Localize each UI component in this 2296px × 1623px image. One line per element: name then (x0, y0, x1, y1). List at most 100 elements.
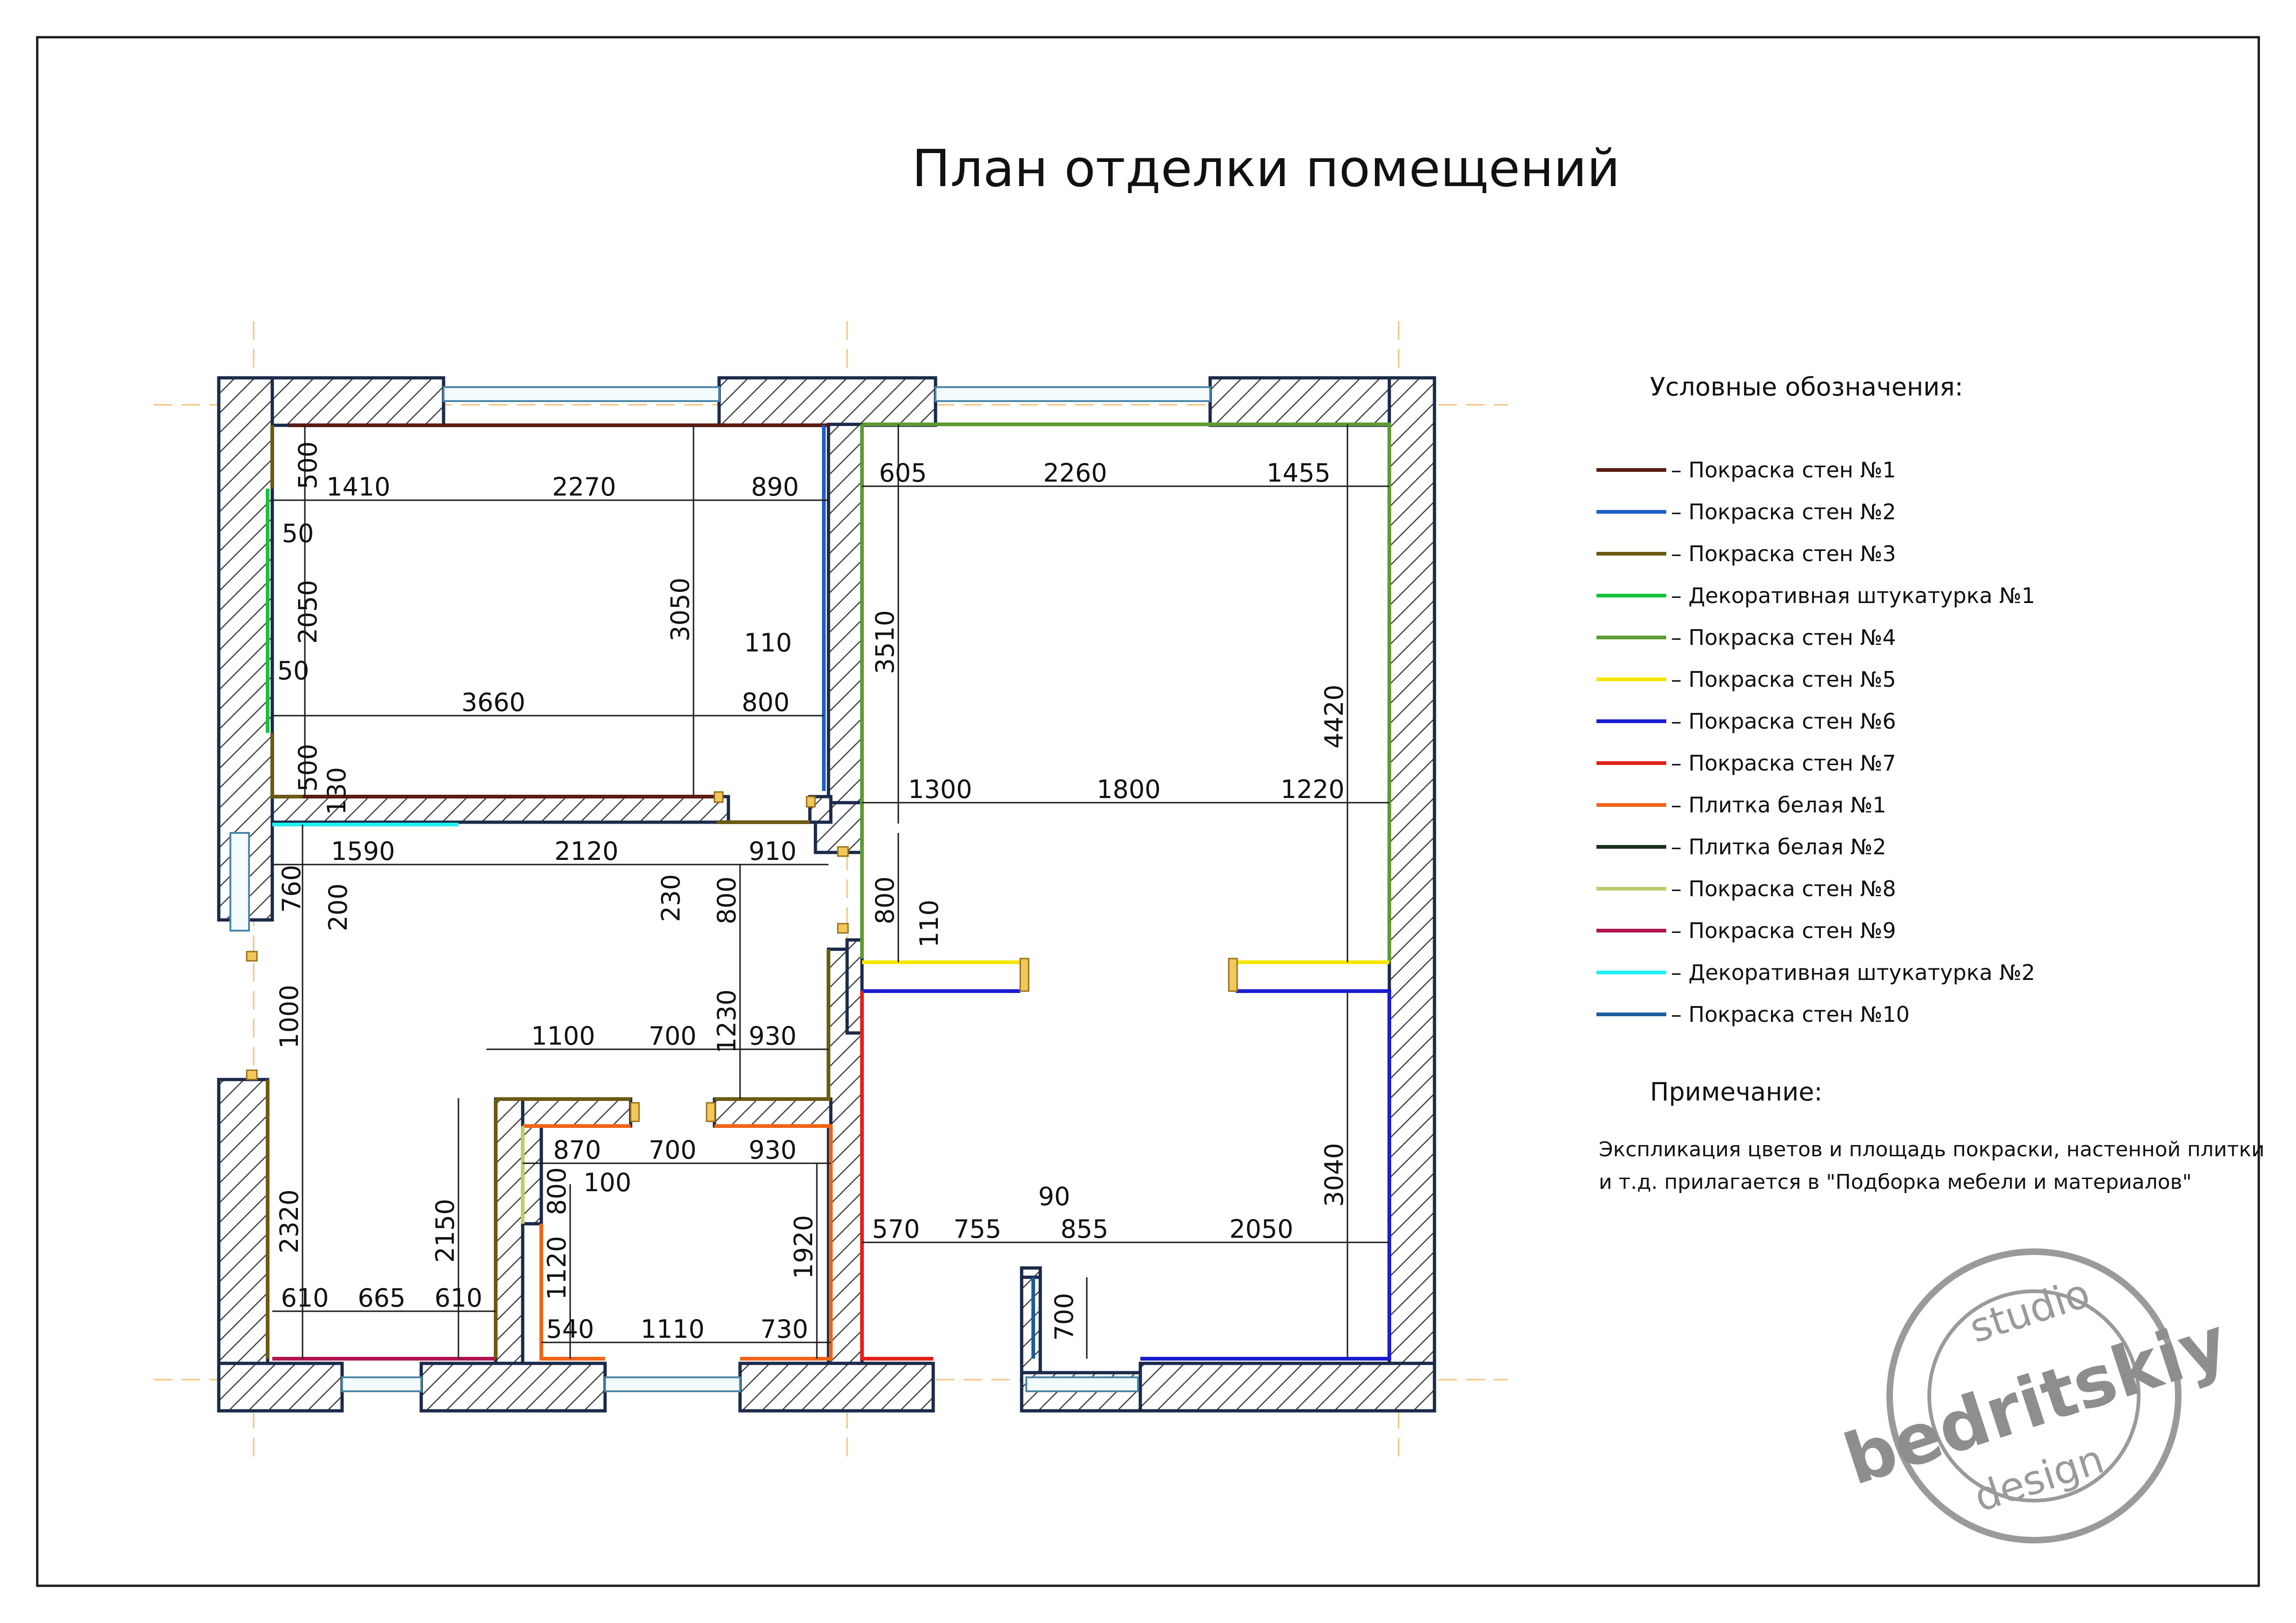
dim-label: 570 (872, 1214, 920, 1244)
dim-label: 2050 (1229, 1214, 1293, 1244)
dim-label: 1110 (640, 1314, 704, 1344)
legend-label: – Покраска стен №6 (1671, 709, 1896, 734)
dim-label: 540 (546, 1314, 594, 1344)
legend-label: – Покраска стен №5 (1671, 667, 1896, 692)
dim-label: 3510 (870, 610, 900, 674)
dim-label: 2150 (431, 1199, 460, 1262)
legend-item: – Покраска стен №6 (1596, 709, 1896, 734)
dim-label: 4420 (1320, 684, 1349, 748)
dim-label: 1455 (1266, 458, 1330, 488)
dim-label: 3660 (461, 688, 525, 717)
legend-item: – Декоративная штукатурка №2 (1596, 960, 2035, 985)
dim-label: 3050 (666, 577, 695, 641)
dim-label: 665 (357, 1283, 405, 1313)
note: Примечание: Экспликация цветов и площадь… (1599, 1077, 2265, 1194)
dim-label: 760 (277, 865, 306, 912)
stamp-outer-ring (1886, 1248, 2182, 1543)
sheet-frame (36, 36, 2260, 1587)
dimension-labels: 500 1410 2270 890 605 2260 1455 50 2050 … (275, 441, 1349, 1344)
dim-label: 700 (1050, 1293, 1079, 1341)
legend-item: – Покраска стен №9 (1596, 918, 1896, 943)
dim-label: 910 (748, 837, 796, 866)
legend-heading: Условные обозначения: (1650, 372, 1963, 402)
dim-label: 50 (277, 656, 310, 685)
dim-label: 700 (648, 1135, 696, 1165)
legend-items: – Покраска стен №1 – Покраска стен №2 – По… (1596, 457, 2035, 1027)
dim-label: 2050 (293, 580, 323, 644)
legend-label: – Покраска стен №9 (1671, 918, 1896, 943)
finish-lines (266, 423, 1391, 1361)
dim-label: 500 (293, 441, 323, 489)
legend-label: – Покраска стен №3 (1671, 541, 1896, 566)
dim-label: 50 (282, 519, 314, 548)
legend-label: – Покраска стен №2 (1671, 499, 1896, 524)
legend-label: – Покраска стен №1 (1671, 457, 1896, 483)
legend-label: – Плитка белая №2 (1671, 834, 1886, 859)
dim-label: 1590 (331, 837, 395, 866)
dim-label: 200 (323, 883, 353, 931)
studio-stamp: studio bedritskiy design (1835, 1248, 2237, 1543)
dim-label: 1100 (531, 1021, 595, 1051)
dim-label: 930 (748, 1021, 796, 1051)
legend-item: – Покраска стен №3 (1596, 541, 1896, 566)
dim-label: 1800 (1097, 775, 1160, 804)
dim-label: 500 (293, 744, 323, 791)
dim-label: 130 (322, 767, 351, 815)
dim-label: 90 (1038, 1182, 1071, 1211)
stamp-inner-ring (1927, 1289, 2141, 1502)
legend-item: – Плитка белая №2 (1596, 834, 1886, 859)
legend-label: – Покраска стен №10 (1671, 1002, 1910, 1027)
legend-label: – Декоративная штукатурка №1 (1671, 583, 2035, 608)
dim-label: 1410 (326, 472, 390, 502)
legend-label: – Плитка белая №1 (1671, 792, 1886, 818)
dim-label: 3040 (1320, 1143, 1349, 1207)
dim-label: 230 (656, 874, 686, 922)
dim-label: 1120 (542, 1236, 572, 1300)
dim-label: 100 (583, 1168, 631, 1197)
dim-label: 1000 (275, 985, 304, 1048)
dim-label: 2120 (554, 837, 618, 866)
windows (229, 386, 1211, 1392)
page-title: План отделки помещений (912, 139, 1620, 198)
legend-item: – Покраска стен №2 (1596, 499, 1896, 524)
dim-label: 755 (953, 1214, 1001, 1244)
dim-label: 605 (879, 458, 927, 488)
dim-label: 110 (915, 899, 944, 947)
dim-label: 1300 (908, 775, 972, 804)
dim-label: 800 (741, 688, 789, 717)
dim-label: 800 (870, 876, 900, 924)
dim-label: 610 (434, 1283, 482, 1313)
legend-item: – Плитка белая №1 (1596, 792, 1886, 818)
note-line-1: Экспликация цветов и площадь покраски, н… (1599, 1138, 2265, 1161)
note-heading: Примечание: (1650, 1077, 1823, 1107)
legend-label: – Покраска стен №7 (1671, 751, 1896, 776)
dim-label: 2260 (1043, 458, 1107, 488)
legend-item: – Покраска стен №4 (1596, 625, 1896, 650)
legend-label: – Декоративная штукатурка №2 (1671, 960, 2035, 985)
legend-item: – Покраска стен №5 (1596, 667, 1896, 692)
dim-label: 110 (744, 628, 792, 657)
dim-label: 700 (648, 1021, 696, 1051)
door-markers (246, 791, 1238, 1122)
dim-label: 800 (542, 1167, 572, 1215)
dim-label: 870 (553, 1135, 601, 1165)
dim-label: 800 (712, 876, 741, 924)
walls (217, 376, 1436, 1413)
dim-label: 1230 (712, 989, 741, 1053)
dim-label: 1920 (789, 1215, 818, 1279)
note-line-2: и т.д. прилагается в "Подборка мебели и … (1599, 1170, 2192, 1194)
dim-label: 1220 (1280, 775, 1344, 804)
legend-item: – Декоративная штукатурка №1 (1596, 583, 2035, 608)
legend-label: – Покраска стен №8 (1671, 876, 1896, 901)
legend-item: – Покраска стен №1 (1596, 457, 1896, 483)
stamp-top-word: studio (1964, 1270, 2095, 1352)
legend-item: – Покраска стен №8 (1596, 876, 1896, 901)
dim-label: 930 (748, 1135, 796, 1165)
dim-label: 890 (751, 472, 799, 502)
legend-label: – Покраска стен №4 (1671, 625, 1896, 650)
legend-item: – Покраска стен №7 (1596, 751, 1896, 776)
dimension-lines (272, 424, 1389, 1359)
dim-label: 2270 (552, 472, 616, 502)
dim-label: 2320 (275, 1189, 304, 1253)
